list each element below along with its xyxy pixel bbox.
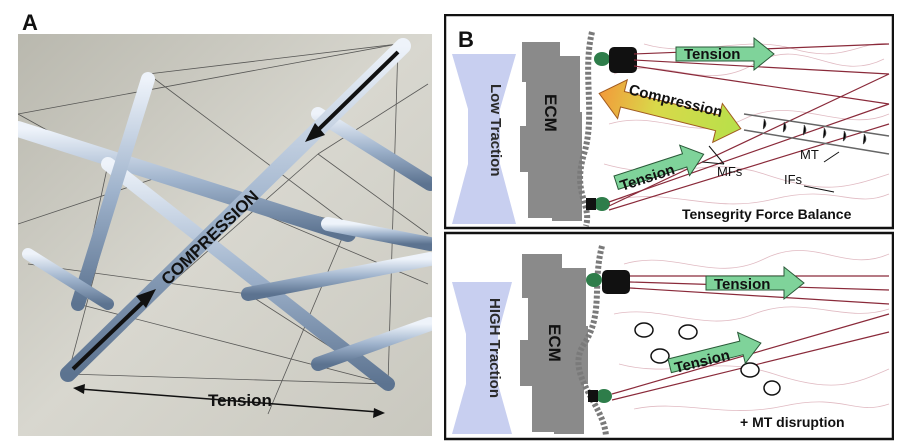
compression-rods: [18, 38, 432, 391]
tension-arrow-bottom-upper: [705, 265, 805, 301]
mt-fragments: [634, 322, 781, 396]
cell-membrane: [577, 31, 595, 227]
focal-adhesion-bottom: [586, 197, 610, 211]
top-subpanel: B Low Traction ECM: [444, 14, 894, 230]
mt-label: MT: [800, 147, 819, 162]
focal-adhesion-top: [594, 47, 637, 73]
panel-a-label: A: [22, 10, 38, 35]
tension-label: Tension: [208, 391, 272, 410]
tension-label-top-upper: Tension: [684, 46, 740, 63]
tension-arrow-top-upper: [675, 36, 775, 72]
panel-b-label: B: [458, 27, 474, 52]
traction-pad: [452, 54, 516, 224]
traction-label-bottom: HIGH Traction: [486, 298, 503, 398]
compression-bar: [598, 78, 742, 144]
tension-arrow-top-lower: [613, 144, 705, 190]
tension-label-bottom-upper: Tension: [714, 276, 770, 293]
traction-pad-bottom: [452, 282, 512, 434]
panel-b-diagram: B Low Traction ECM: [444, 14, 894, 441]
tension-arrow-bottom-lower: [667, 331, 762, 374]
panel-a-photo: COMPRESSION Tension: [18, 34, 432, 436]
ifs-label: IFs: [784, 172, 803, 187]
compression-arrows: [71, 50, 400, 371]
focal-adhesion-bottom-bottompanel: [588, 389, 612, 403]
cytoplasm-filaments-bottom: [613, 250, 890, 411]
actin-fibers: [608, 43, 890, 211]
mfs-label: MFs: [717, 164, 743, 179]
focal-adhesion-top-bottompanel: [586, 270, 630, 294]
top-caption: Tensegrity Force Balance: [682, 206, 852, 222]
ecm-label-bottom: ECM: [545, 324, 564, 362]
ecm-label: ECM: [541, 94, 560, 132]
label-pointers: [701, 145, 840, 193]
bottom-caption: + MT disruption: [740, 414, 845, 430]
traction-label: Low Traction: [487, 84, 504, 177]
microtubule: [743, 113, 890, 155]
bottom-subpanel: HIGH Traction ECM: [444, 231, 894, 441]
tension-double-arrow: [73, 384, 385, 418]
ecm-blocks-bottom: [520, 254, 588, 434]
ecm-blocks: [520, 42, 582, 221]
